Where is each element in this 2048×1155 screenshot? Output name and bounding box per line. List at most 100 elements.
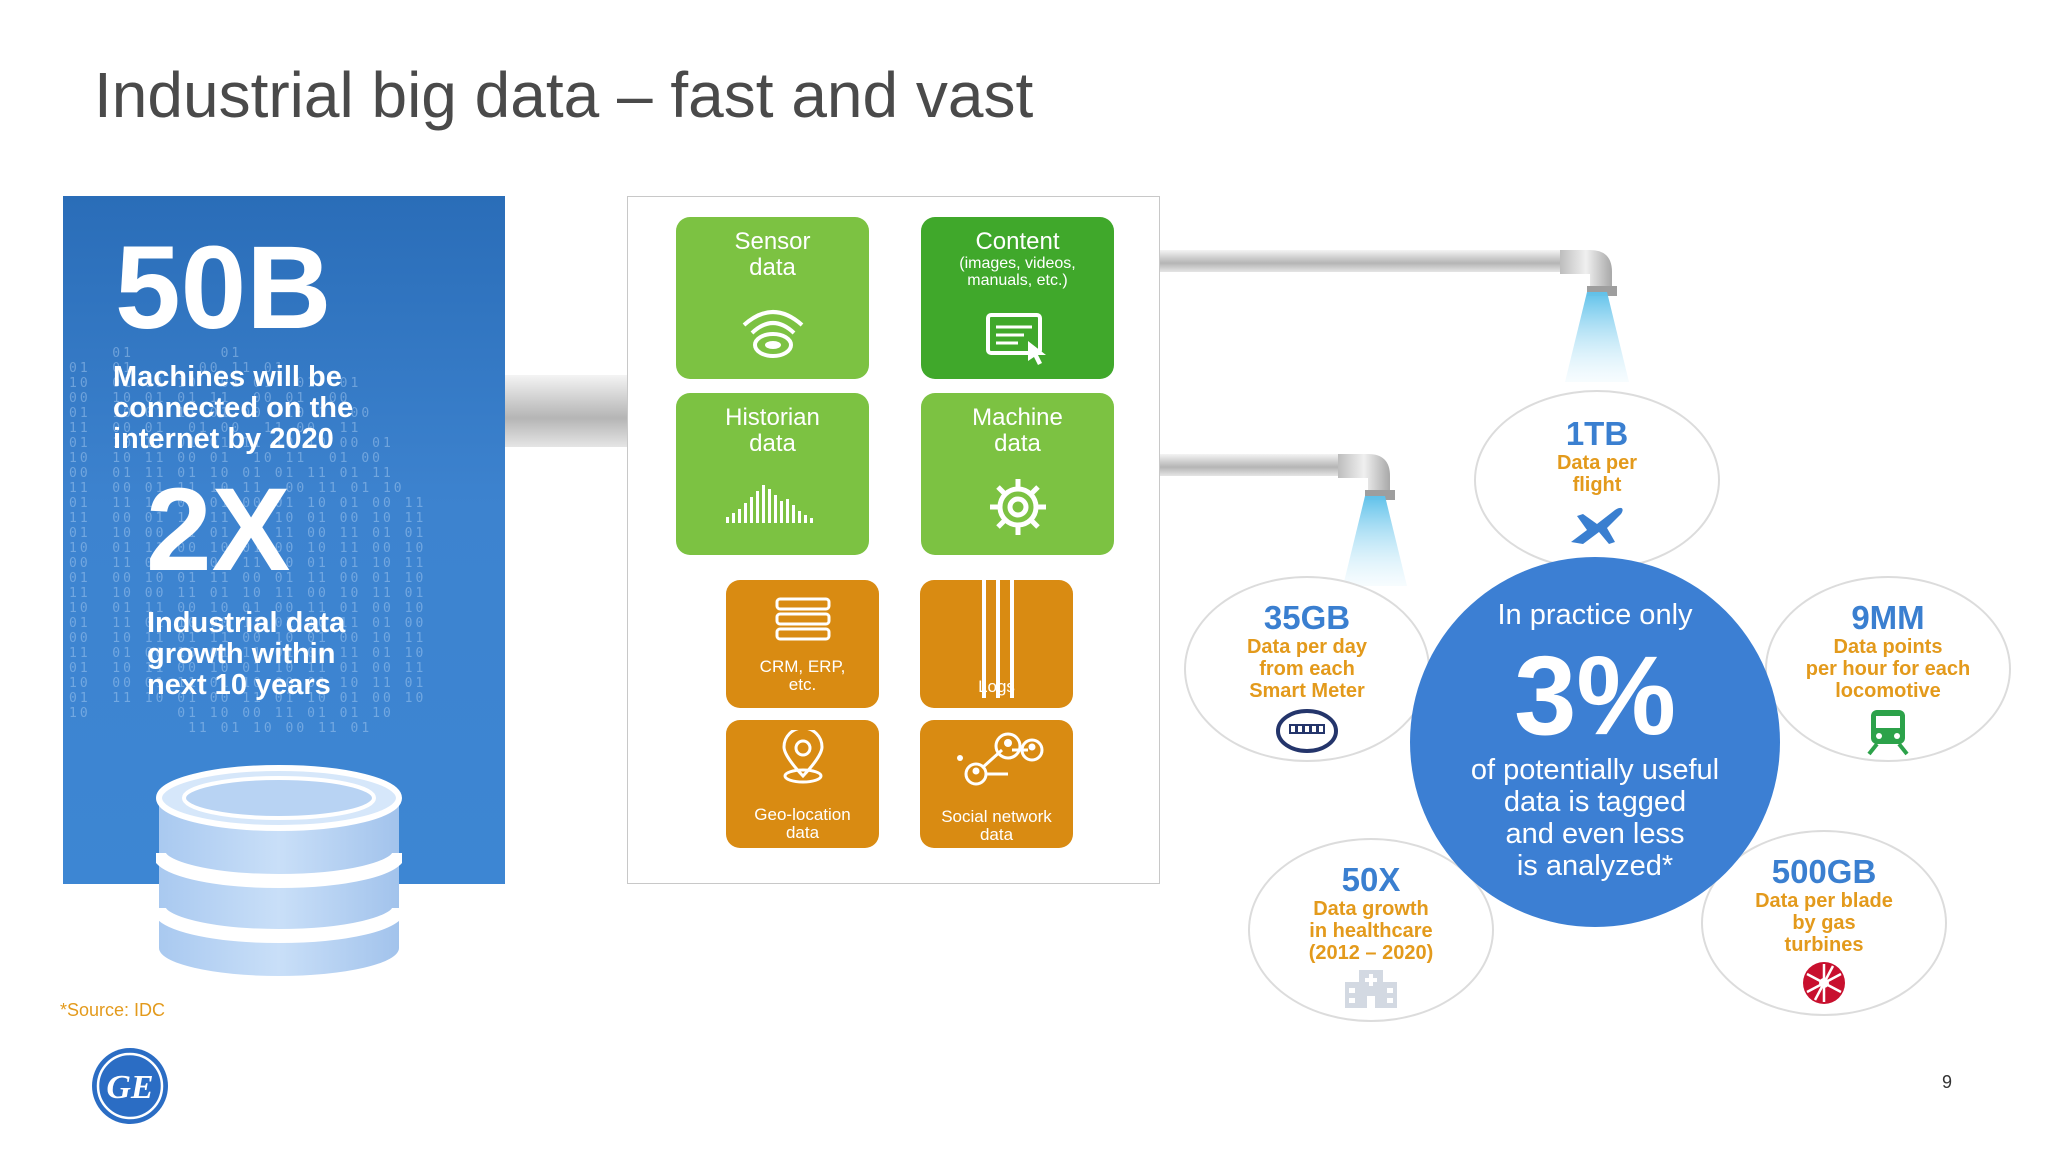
source-note: *Source: IDC bbox=[60, 1000, 166, 1020]
ge-logo-text: GE bbox=[106, 1069, 153, 1106]
fact-label-line: Data growth bbox=[1313, 898, 1429, 920]
stat-2x-line: Industrial data bbox=[147, 607, 346, 639]
fact-label-line: (2012 – 2020) bbox=[1308, 942, 1434, 964]
fact-label-line: per hour for each bbox=[1805, 658, 1971, 680]
airplane-icon bbox=[1571, 507, 1623, 544]
tile-title: Machine data bbox=[921, 405, 1114, 457]
fact-label: Data per day from each Smart Meter bbox=[1186, 636, 1428, 702]
input-pipe bbox=[505, 375, 628, 447]
fact-value: 1TB bbox=[1565, 415, 1629, 452]
tile-label: Logs bbox=[978, 677, 1015, 696]
fact-label: Data per blade by gas turbines bbox=[1703, 890, 1945, 956]
tile-title-line: Historian bbox=[725, 404, 820, 431]
output-pipe-bottom bbox=[1160, 454, 1368, 476]
waveform-icon bbox=[726, 485, 813, 523]
center-stat-line: of potentially useful bbox=[1470, 754, 1720, 786]
fact-500gb: 500GB Data per blade by gas turbines bbox=[1701, 830, 1947, 1016]
center-stat-line: and even less bbox=[1505, 818, 1685, 850]
stat-50b-line: connected on the bbox=[113, 392, 354, 424]
tile-label: Geo-location data bbox=[726, 806, 879, 842]
fact-value: 50X bbox=[1341, 861, 1401, 898]
tile-machine-data: Machine data bbox=[921, 393, 1114, 555]
fact-9mm: 9MM Data points per hour for each locomo… bbox=[1765, 576, 2011, 762]
data-sources-box: Sensor data Content (images, videos, man… bbox=[627, 196, 1160, 884]
fact-1tb: 1TB Data per flight bbox=[1474, 390, 1720, 570]
fact-label-line: Data per day bbox=[1246, 636, 1368, 658]
tile-crm-erp: CRM, ERP, etc. bbox=[726, 580, 879, 708]
logs-icon bbox=[982, 580, 1014, 698]
fact-label-line: turbines bbox=[1784, 934, 1864, 956]
tile-label-line: CRM, ERP, bbox=[759, 657, 846, 676]
center-stat-lead: In practice only bbox=[1497, 599, 1693, 631]
slide-title: Industrial big data – fast and vast bbox=[94, 59, 1034, 131]
turbine-icon bbox=[1803, 962, 1845, 1004]
fact-label-line: locomotive bbox=[1835, 680, 1941, 702]
stat-2x-line: next 10 years bbox=[147, 669, 331, 701]
tile-logs: Logs bbox=[920, 580, 1073, 708]
page-number: 9 bbox=[1942, 1072, 1953, 1092]
output-pipe-top bbox=[1160, 250, 1590, 272]
gear-icon bbox=[990, 479, 1046, 535]
sensor-icon bbox=[742, 310, 804, 358]
tile-title-line: Sensor bbox=[734, 228, 811, 255]
tile-historian-data: Historian data bbox=[676, 393, 869, 555]
fact-label: Data points per hour for each locomotive bbox=[1767, 636, 2009, 702]
stat-50b-line: internet by 2020 bbox=[113, 423, 334, 455]
fact-50x: 50X Data growth in healthcare (2012 – 20… bbox=[1248, 838, 1494, 1022]
center-stat-line: data is tagged bbox=[1503, 786, 1687, 818]
stat-2x-description: Industrial data growth within next 10 ye… bbox=[147, 608, 345, 701]
fact-value: 9MM bbox=[1851, 599, 1925, 636]
tile-label: Social network data bbox=[920, 808, 1073, 844]
tile-title-line: data bbox=[749, 430, 796, 457]
tile-social-network: Social network data bbox=[920, 720, 1073, 848]
locomotive-icon bbox=[1867, 710, 1909, 756]
tile-title: Sensor data bbox=[676, 229, 869, 281]
database-icon bbox=[156, 765, 402, 976]
smart-meter-icon bbox=[1276, 709, 1338, 753]
fact-label-line: Smart Meter bbox=[1249, 680, 1365, 702]
tile-label-line: Social network bbox=[941, 807, 1052, 826]
fact-35gb: 35GB Data per day from each Smart Meter bbox=[1184, 576, 1430, 762]
tile-content: Content (images, videos, manuals, etc.) bbox=[921, 217, 1114, 379]
center-stat-value: 3% bbox=[1514, 633, 1676, 758]
center-stat-line: is analyzed* bbox=[1516, 850, 1674, 882]
tile-geo-location: Geo-location data bbox=[726, 720, 879, 848]
pipe-elbow-top bbox=[1560, 250, 1617, 296]
tile-label-line: etc. bbox=[788, 675, 817, 694]
tile-label: CRM, ERP, etc. bbox=[726, 658, 879, 694]
hospital-icon bbox=[1345, 970, 1397, 1008]
tile-subtitle-line: manuals, etc.) bbox=[967, 272, 1068, 289]
touch-screen-icon bbox=[986, 313, 1046, 365]
fact-value: 500GB bbox=[1771, 853, 1877, 890]
water-spray-top bbox=[1565, 292, 1629, 382]
tile-title-line: data bbox=[749, 254, 796, 281]
fact-label-line: flight bbox=[1572, 474, 1622, 496]
fact-label-line: in healthcare bbox=[1309, 920, 1433, 942]
tile-label-line: data bbox=[785, 823, 820, 842]
stats-panel: 01 01 01 01 00 11 01 10 01 01 10 01 01 0… bbox=[63, 196, 505, 884]
fact-label: Data per flight bbox=[1476, 452, 1718, 496]
binary-background: 01 01 01 01 00 11 01 10 01 01 10 01 01 0… bbox=[69, 346, 427, 736]
stat-50b-line: Machines will be bbox=[113, 361, 342, 393]
tile-title: Historian data bbox=[676, 405, 869, 457]
tile-title-line: data bbox=[994, 430, 1041, 457]
center-stat-description: of potentially useful data is tagged and… bbox=[1410, 754, 1780, 882]
water-spray-bottom bbox=[1343, 496, 1407, 586]
tile-subtitle-line: (images, videos, bbox=[959, 255, 1076, 272]
tile-subtitle: (images, videos, manuals, etc.) bbox=[921, 255, 1114, 289]
fact-label-line: Data per blade bbox=[1755, 890, 1893, 912]
tile-sensor-data: Sensor data bbox=[676, 217, 869, 379]
fact-value: 35GB bbox=[1263, 599, 1351, 636]
fact-label-line: by gas bbox=[1792, 912, 1856, 934]
server-stack-icon bbox=[775, 597, 831, 641]
center-stat-circle: In practice only 3% of potentially usefu… bbox=[1410, 557, 1780, 927]
tile-label-line: data bbox=[979, 825, 1014, 844]
fact-label: Data growth in healthcare (2012 – 2020) bbox=[1250, 898, 1492, 964]
location-pin-icon bbox=[782, 730, 824, 784]
stat-2x-value: 2X bbox=[146, 464, 291, 596]
stat-2x-line: growth within bbox=[147, 638, 336, 670]
fact-label-line: Data points bbox=[1833, 636, 1943, 658]
tile-title: Content bbox=[975, 228, 1060, 255]
tile-label-line: Geo-location bbox=[754, 805, 851, 824]
fact-label-line: from each bbox=[1259, 658, 1355, 680]
